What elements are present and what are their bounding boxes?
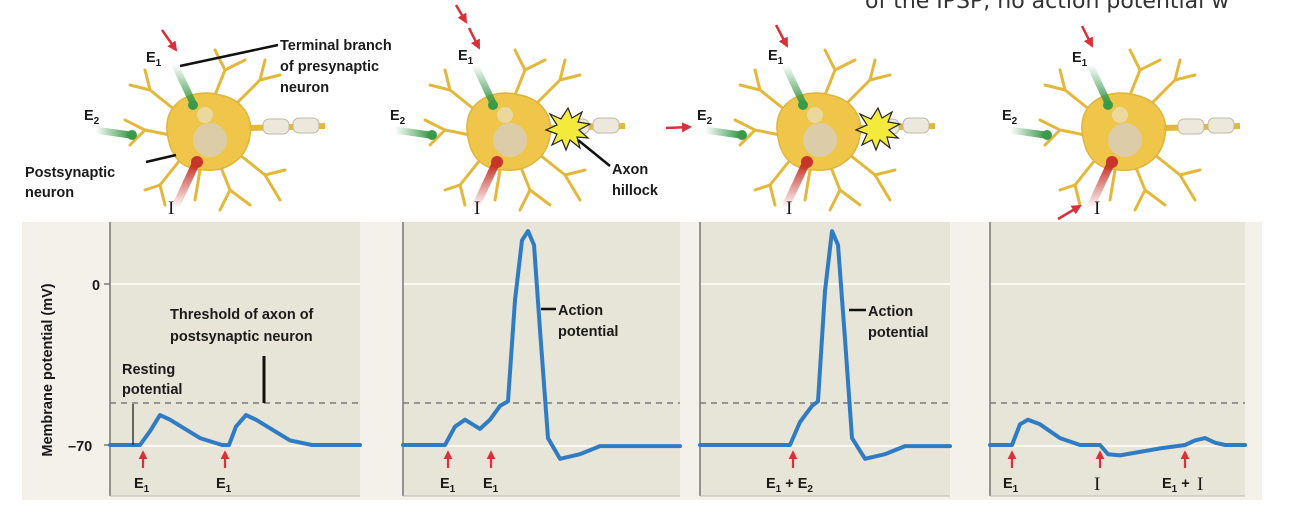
neuron-icon [1040,50,1240,210]
i-label: I [1094,198,1100,219]
tick-label-minus-70: –70 [68,439,92,455]
i-terminal [1086,161,1114,212]
synapse-icon [1106,156,1118,168]
plot-area [990,222,1245,496]
i-label: I [474,198,480,219]
synapse-icon [427,130,437,140]
synapse-icon [488,100,498,110]
stim-label-e1-plus-e2: E1+E2 [766,476,813,495]
stim-label-e1: E1 [216,476,232,495]
stimulus-arrow [1080,25,1094,48]
neuron-panel-2-labels: E1 E2 I Axon hillock [390,4,692,219]
e2-terminal [701,126,744,139]
graph-panel-4 [988,222,1247,497]
graph-panel-1 [104,222,362,497]
i-terminal [781,161,809,212]
e1-terminal [471,61,497,107]
postsynaptic-neuron [701,50,935,212]
neuron-panel-1-labels: E1 Terminal branch of presynaptic neuron… [25,29,396,219]
leader-line [577,139,611,167]
synapse-icon [191,156,203,168]
neuron-icon [425,50,625,210]
e1-label: E1 [146,50,162,69]
stimulus-arrow [160,29,178,52]
postsynaptic-neuron-label: Postsynaptic neuron [25,165,119,201]
e2-label: E2 [697,108,713,127]
i-label: I [786,198,792,219]
e2-terminal [91,126,134,139]
tick-label-0: 0 [92,278,100,294]
stimulus-arrow [454,4,468,24]
synapse-icon [1103,100,1113,110]
synapse-icon [798,100,808,110]
stim-label-e1-plus-i: E1+ [1162,476,1190,495]
plot-area [700,222,950,496]
starburst-icon [854,106,902,152]
graph-panel-3 [698,222,952,497]
resting-potential-label: Resting potential [122,362,182,398]
stim-label-e1: E1 [134,476,150,495]
stimulus-arrow [1057,204,1082,221]
e1-terminal [171,61,197,107]
stimulus-arrow [665,122,692,133]
stim-label-e1: E1 [1003,476,1019,495]
plot-area [110,222,360,496]
i-label: I [168,198,174,219]
action-potential-label: Action potential [868,304,928,341]
leader-line [145,153,177,164]
stim-label-i: I [1197,474,1203,495]
e1-terminal [781,61,807,107]
membrane-potential-trace [988,417,1247,458]
action-potential-label: Action potential [558,303,618,340]
axon-hillock-label: Axon hillock [612,162,659,199]
neuron-panel-3-labels: E1 E2 I [697,24,902,219]
synapse-icon [737,130,747,140]
y-axis-label: Membrane potential (mV) [40,283,56,456]
e2-label: E2 [84,108,100,127]
e1-label: E1 [768,48,784,67]
postsynaptic-neuron [1006,50,1240,212]
stim-label-e1: E1 [440,476,456,495]
terminal-branch-label: Terminal branch of presynaptic neuron [280,38,396,96]
postsynaptic-neuron [391,50,625,212]
e1-label: E1 [458,48,474,67]
membrane-potential-trace [401,229,682,461]
e2-terminal [391,126,434,139]
neuron-panel-4-labels: E1 E2 I [1002,25,1100,221]
membrane-potential-trace [108,413,362,447]
stim-label-i: I [1094,474,1100,495]
synapse-icon [127,130,137,140]
clipped-caption: of the IPSP, no action potential w [865,0,1229,14]
threshold-label: Threshold of axon of postsynaptic neuron [170,307,317,345]
membrane-potential-trace [698,229,952,461]
neuron-icon [735,50,935,210]
graph-panel-2 [401,222,682,497]
i-terminal [171,161,199,212]
e2-label: E2 [390,108,406,127]
stimulus-labels: E1 E1 E1 E1 E1+E2 E1 I E1+ I [134,474,1203,495]
synapse-icon [801,156,813,168]
stimulus-arrow [467,27,481,50]
synapse-icon [1042,130,1052,140]
i-terminal [471,161,499,212]
e2-terminal [1006,126,1049,139]
e1-label: E1 [1072,50,1088,69]
leader-line [179,43,279,68]
e1-terminal [1086,61,1112,107]
e2-label: E2 [1002,108,1018,127]
starburst-icon [544,106,592,152]
postsynaptic-neuron [91,50,325,212]
stimulus-arrow [774,24,789,48]
stim-label-e1: E1 [483,476,499,495]
synapse-icon [491,156,503,168]
synapse-icon [188,100,198,110]
